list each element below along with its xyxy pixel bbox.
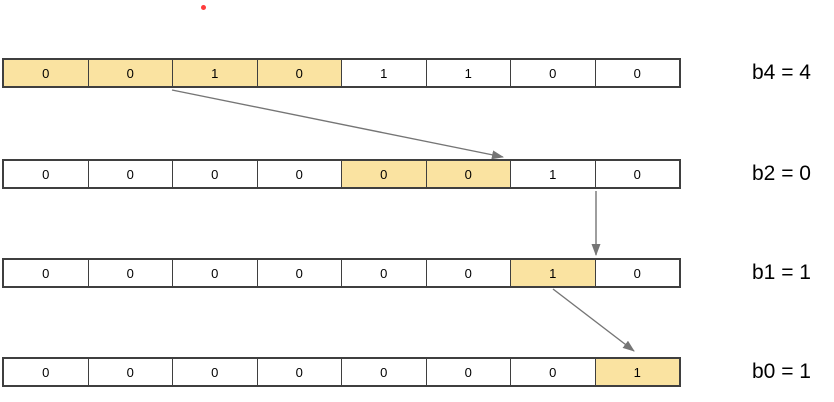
bit-cell: 0 — [510, 60, 595, 86]
row-label-b2: b2 = 0 — [752, 162, 811, 185]
bit-cell: 0 — [425, 359, 510, 385]
bit-cell: 0 — [594, 161, 679, 187]
bit-cell: 1 — [594, 359, 679, 385]
bit-cell: 0 — [256, 60, 341, 86]
bit-cell: 0 — [172, 260, 257, 286]
row-label-b1: b1 = 1 — [752, 261, 811, 284]
bit-cell: 0 — [256, 260, 341, 286]
bit-row-b0: 0 0 0 0 0 0 0 1 — [2, 357, 681, 387]
bit-cell: 0 — [87, 60, 172, 86]
bit-cell: 0 — [4, 60, 88, 86]
bit-cell: 0 — [594, 60, 679, 86]
bit-cell: 1 — [172, 60, 257, 86]
bit-cell: 0 — [87, 359, 172, 385]
bit-cell: 1 — [510, 161, 595, 187]
bit-cell: 0 — [4, 359, 88, 385]
bit-cell: 1 — [510, 260, 595, 286]
bit-cell: 0 — [172, 161, 257, 187]
arrow-row1-to-row2 — [171, 89, 504, 160]
bit-cell: 0 — [425, 260, 510, 286]
bit-row-b2: 0 0 0 0 0 0 1 0 — [2, 159, 681, 189]
bit-cell: 0 — [87, 161, 172, 187]
bit-cell: 0 — [4, 260, 88, 286]
bit-cell: 0 — [341, 359, 426, 385]
bit-cell: 1 — [341, 60, 426, 86]
arrow-row3-to-row4 — [552, 288, 635, 352]
bit-cell: 0 — [256, 161, 341, 187]
bit-cell: 0 — [4, 161, 88, 187]
bit-row-b4: 0 0 1 0 1 1 0 0 — [2, 58, 681, 88]
bit-cell: 0 — [425, 161, 510, 187]
bit-cell: 1 — [425, 60, 510, 86]
bit-cell: 0 — [510, 359, 595, 385]
red-marker-dot — [201, 5, 206, 10]
bit-row-b1: 0 0 0 0 0 0 1 0 — [2, 258, 681, 288]
row-label-b4: b4 = 4 — [752, 61, 811, 84]
bit-cell: 0 — [172, 359, 257, 385]
bit-cell: 0 — [341, 161, 426, 187]
bit-cell: 0 — [256, 359, 341, 385]
row-label-b0: b0 = 1 — [752, 360, 811, 383]
bit-cell: 0 — [87, 260, 172, 286]
bit-cell: 0 — [341, 260, 426, 286]
bit-cell: 0 — [594, 260, 679, 286]
